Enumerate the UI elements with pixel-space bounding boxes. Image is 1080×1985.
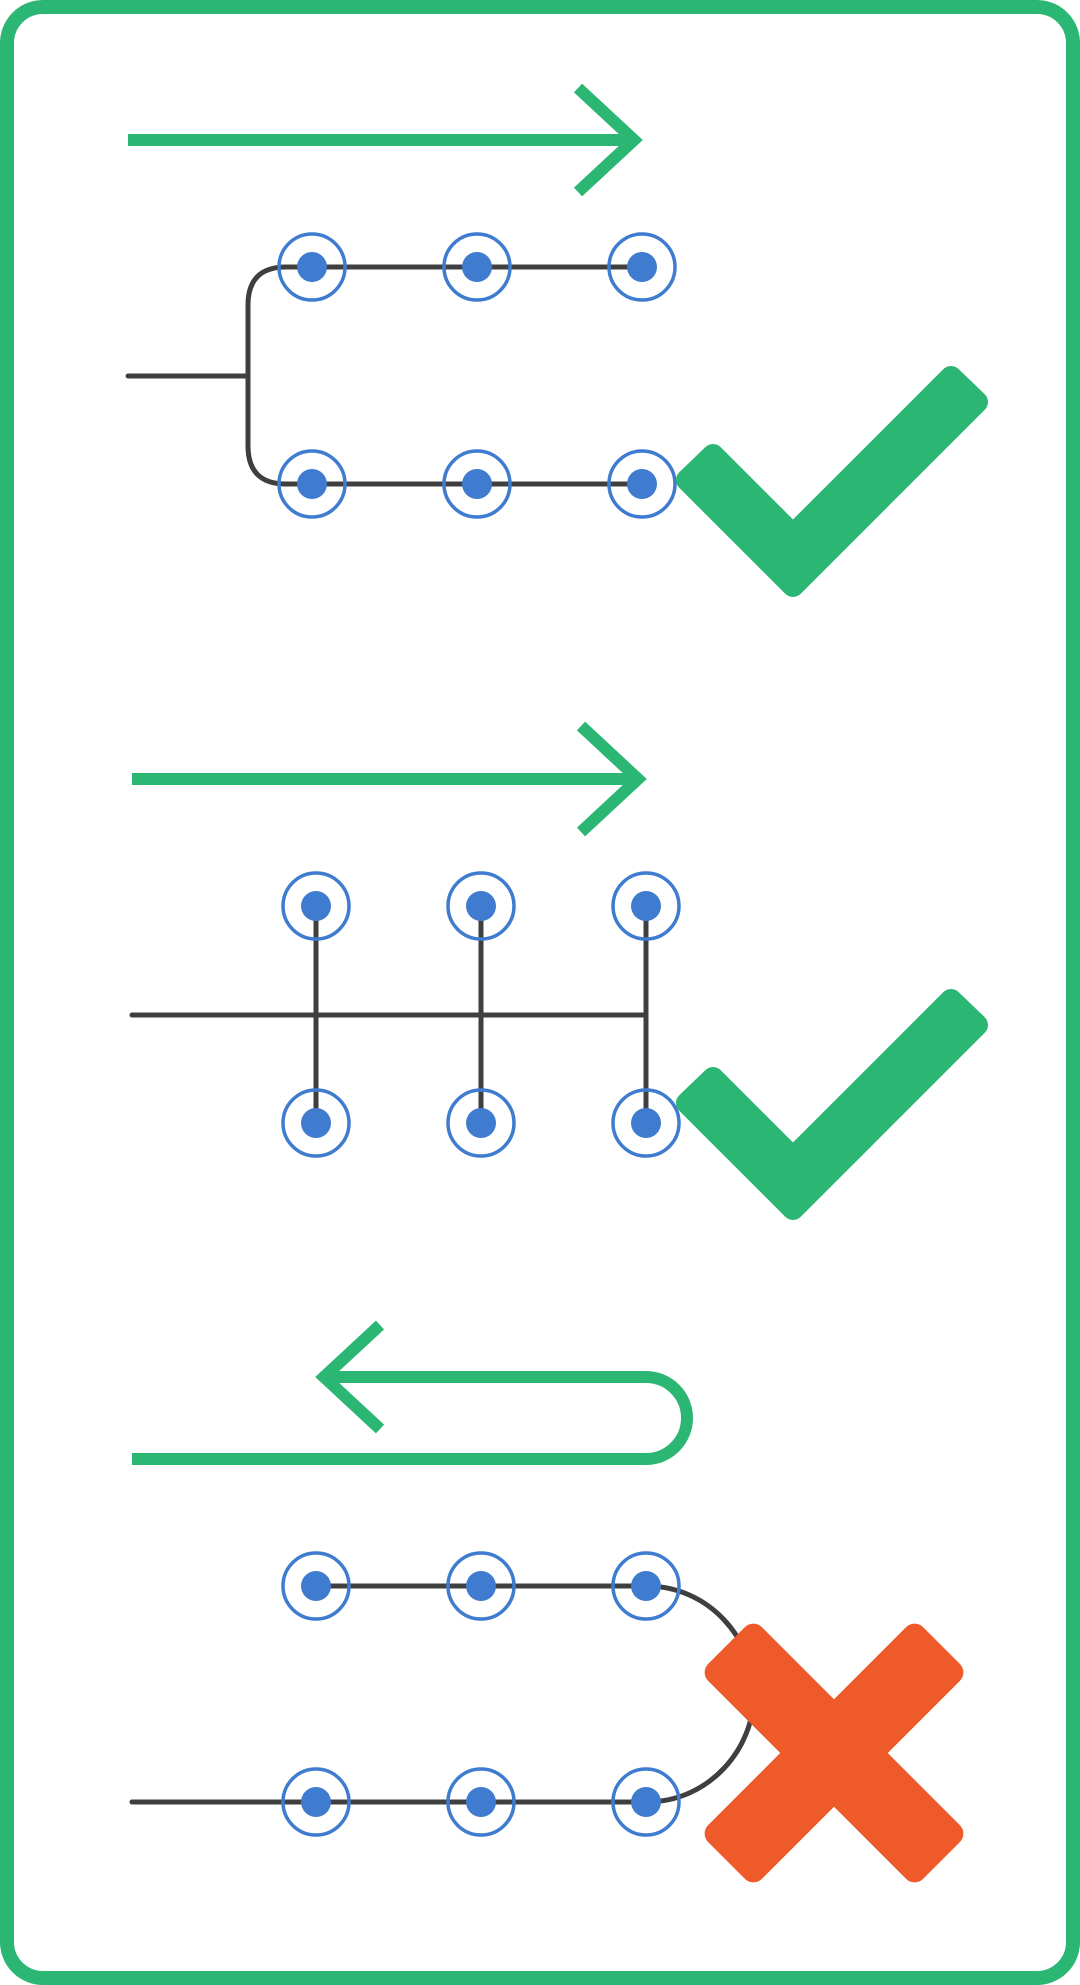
- node: [607, 232, 677, 302]
- panel-correct-parallel-rows: [125, 83, 988, 597]
- node: [611, 1767, 681, 1837]
- node: [607, 449, 677, 519]
- node: [446, 1088, 516, 1158]
- node: [446, 871, 516, 941]
- node: [611, 1551, 681, 1621]
- node: [611, 871, 681, 941]
- arrow-head: [573, 83, 643, 197]
- panel-incorrect-u-turn: [129, 1320, 964, 1883]
- arrow-head: [576, 721, 647, 837]
- node: [277, 449, 347, 519]
- node: [442, 232, 512, 302]
- direction-arrow-u-turn: [132, 1320, 693, 1465]
- checkmark-icon: [676, 989, 988, 1220]
- arrow-head: [315, 1320, 385, 1434]
- panel-correct-vertical-branches: [129, 721, 988, 1220]
- node: [446, 1551, 516, 1621]
- direction-arrow-right: [128, 83, 643, 197]
- node: [442, 449, 512, 519]
- node: [277, 232, 347, 302]
- cross-icon: [704, 1623, 964, 1883]
- wire-bottom-row: [245, 373, 645, 487]
- checkmark-icon: [676, 366, 988, 597]
- node: [611, 1088, 681, 1158]
- node: [281, 1767, 351, 1837]
- wire-top-row: [245, 264, 645, 379]
- node: [281, 1088, 351, 1158]
- node: [446, 1767, 516, 1837]
- direction-arrow-right: [132, 721, 647, 837]
- arrow-shaft: [132, 1371, 693, 1465]
- node: [281, 1551, 351, 1621]
- node: [281, 871, 351, 941]
